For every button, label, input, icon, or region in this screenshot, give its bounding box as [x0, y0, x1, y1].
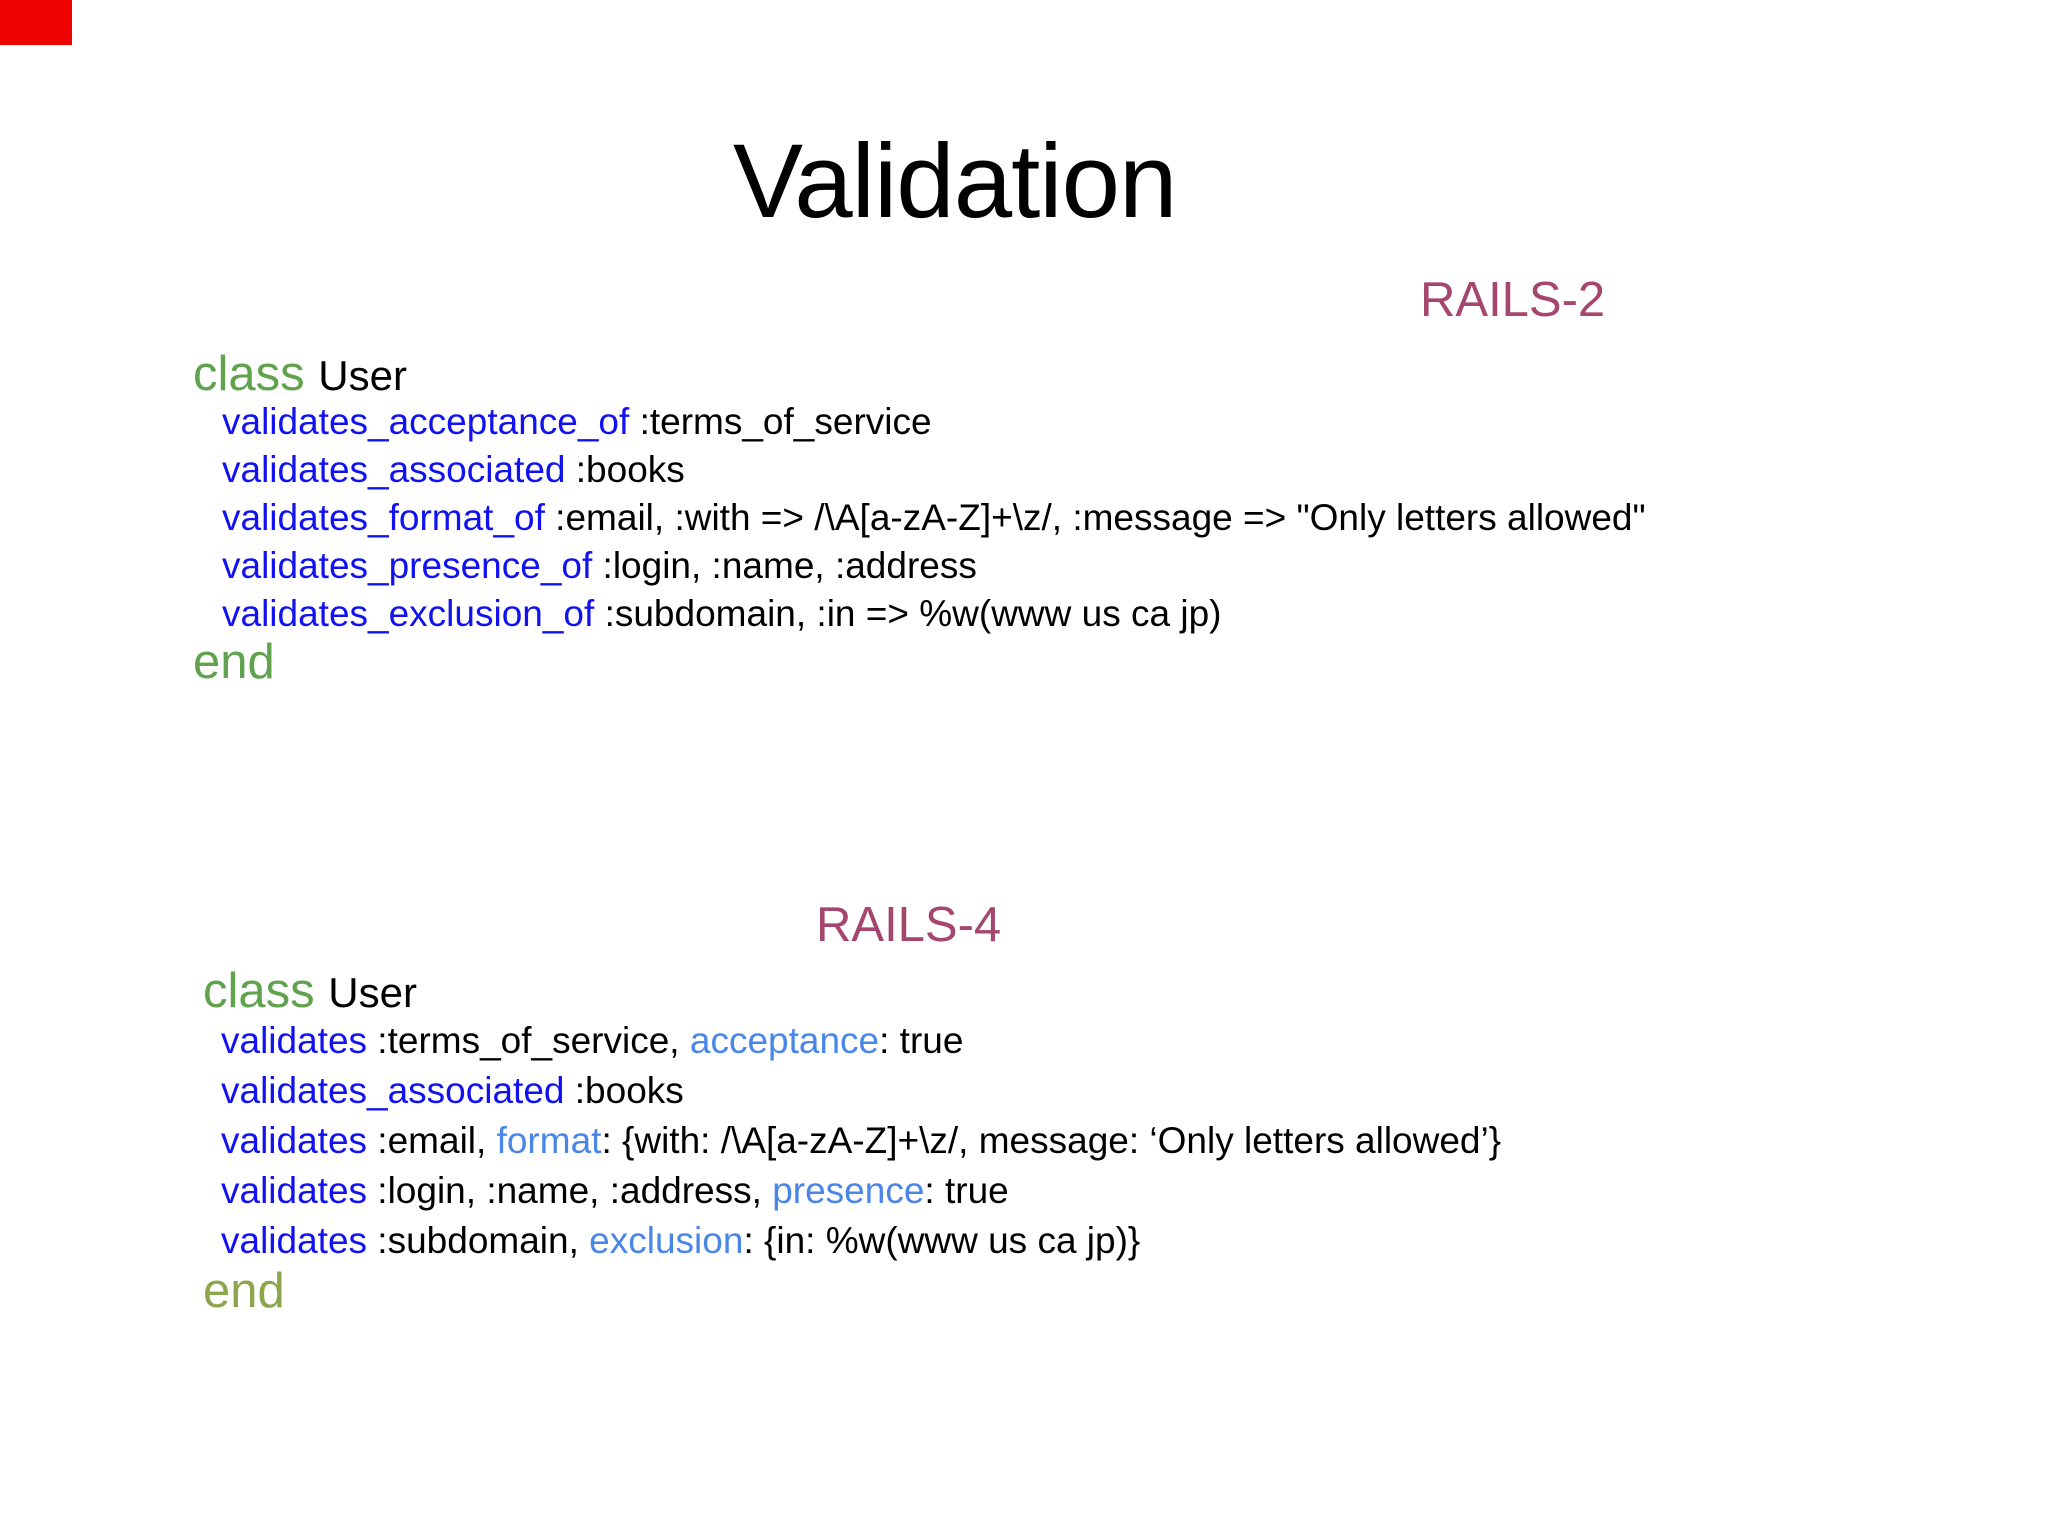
- code-token-lightblue: format: [496, 1120, 602, 1161]
- code-token-blue: validates: [221, 1220, 368, 1261]
- code-line: validates :login, :name, :address, prese…: [203, 1166, 1501, 1216]
- code-token-user: User: [318, 352, 407, 399]
- code-line: validates :terms_of_service, acceptance:…: [203, 1016, 1501, 1066]
- code-line: validates_exclusion_of :subdomain, :in =…: [193, 590, 1646, 638]
- code-token-blue: validates: [221, 1120, 368, 1161]
- code-token-black: : {in: %w(www us ca jp)}: [743, 1220, 1141, 1261]
- code-token-lightblue: presence: [772, 1170, 925, 1211]
- code-token-black: :email,: [367, 1120, 497, 1161]
- code-token-lightblue: acceptance: [689, 1020, 880, 1061]
- code-token-black: :subdomain,: [367, 1220, 590, 1261]
- code-token-green: class: [193, 347, 319, 401]
- code-line: validates_format_of :email, :with => /\A…: [193, 494, 1646, 542]
- code-token-black: : {with: /\A[a-zA-Z]+\z/, message: ‘Only…: [601, 1120, 1502, 1161]
- slide-title: Validation: [733, 123, 1177, 241]
- code-token-black: :books: [564, 1070, 684, 1111]
- code-token-blue: validates_exclusion_of: [222, 593, 595, 634]
- code-token-blue: validates: [221, 1170, 368, 1211]
- code-line: class User: [203, 966, 1501, 1016]
- code-token-blue: validates_format_of: [222, 497, 545, 538]
- code-token-user: User: [328, 969, 417, 1016]
- code-token-black: :login, :name, :address,: [367, 1170, 773, 1211]
- red-marker: [0, 0, 72, 45]
- code-token-blue: validates: [221, 1020, 368, 1061]
- code-line: validates :email, format: {with: /\A[a-z…: [203, 1116, 1501, 1166]
- code-token-black: :terms_of_service: [629, 401, 932, 442]
- code-line: validates :subdomain, exclusion: {in: %w…: [203, 1216, 1501, 1266]
- code-line: end: [203, 1266, 1501, 1316]
- code-token-black: : true: [879, 1020, 964, 1061]
- code-token-blue: validates_associated: [221, 1070, 565, 1111]
- section-heading-rails-4: RAILS-4: [816, 898, 1002, 952]
- code-token-black: :terms_of_service,: [367, 1020, 690, 1061]
- code-token-blue: validates_acceptance_of: [222, 401, 630, 442]
- code-line: validates_presence_of :login, :name, :ad…: [193, 542, 1646, 590]
- code-token-black: : true: [924, 1170, 1009, 1211]
- code-line: validates_associated :books: [193, 446, 1646, 494]
- code-token-black: :email, :with => /\A[a-zA-Z]+\z/, :messa…: [544, 497, 1646, 538]
- code-line: end: [193, 635, 1646, 689]
- code-line: validates_acceptance_of :terms_of_servic…: [193, 398, 1646, 446]
- code-token-lightblue: exclusion: [589, 1220, 744, 1261]
- code-token-green: class: [203, 964, 329, 1018]
- code-token-blue: validates_associated: [222, 449, 566, 490]
- code-token-green: end: [193, 635, 275, 689]
- code-line: class User: [193, 347, 1646, 401]
- code-token-black: :login, :name, :address: [592, 545, 977, 586]
- section-heading-rails-2: RAILS-2: [1420, 273, 1606, 327]
- code-line: validates_associated :books: [203, 1066, 1501, 1116]
- code-token-olive: end: [203, 1264, 285, 1318]
- code-token-blue: validates_presence_of: [222, 545, 593, 586]
- code-token-black: :subdomain, :in => %w(www us ca jp): [594, 593, 1222, 634]
- code-token-black: :books: [565, 449, 685, 490]
